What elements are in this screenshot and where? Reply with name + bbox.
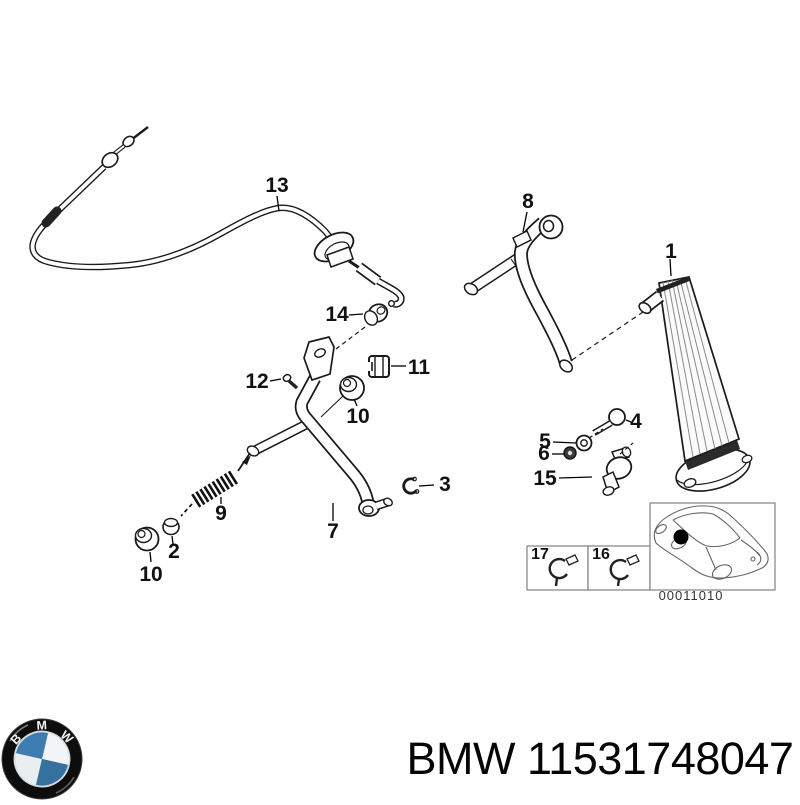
c-clip-3-drawing <box>402 476 420 495</box>
part-label-12: 12 <box>245 370 268 393</box>
washer-2-drawing <box>162 517 180 536</box>
part-label-2: 2 <box>168 540 180 563</box>
part-label-3: 3 <box>439 473 451 496</box>
throttle-cable-13-drawing <box>29 126 405 308</box>
clip-11-drawing <box>366 355 390 378</box>
return-spring-9-drawing <box>180 452 251 517</box>
part-label-8: 8 <box>522 190 534 213</box>
part-label-10-mid: 10 <box>346 405 369 428</box>
part-label-5: 5 <box>539 430 551 453</box>
car-location-sketch <box>653 505 769 580</box>
accelerator-pedal-1-drawing <box>638 276 753 492</box>
clamp-16-drawing <box>609 554 640 587</box>
label-leader-lines <box>149 195 672 563</box>
part-label-17: 17 <box>531 546 549 563</box>
part-label-15: 15 <box>533 467 557 490</box>
part-label-9: 9 <box>215 502 227 525</box>
part-label-7: 7 <box>327 520 339 543</box>
part-label-10-bottom: 10 <box>139 563 162 586</box>
pedal-lever-8-drawing <box>463 214 574 373</box>
nut-6-drawing <box>563 446 577 460</box>
bolt-4-drawing <box>592 408 626 436</box>
screw-12-drawing <box>282 373 299 390</box>
clamp-17-drawing <box>548 554 579 587</box>
bushing-14-drawing <box>363 303 389 326</box>
bmw-logo-letter-m: M <box>36 718 47 733</box>
part-label-14: 14 <box>325 303 349 326</box>
bmw-roundel-quadrants <box>13 730 71 788</box>
part-label-4: 4 <box>630 410 642 433</box>
part-number-labels: 13 8 1 14 12 10 11 9 2 10 7 3 4 5 6 15 1… <box>139 174 724 603</box>
part-label-13: 13 <box>265 174 288 197</box>
grommet-10-bottom-drawing <box>134 526 160 552</box>
grommet-10-mid-drawing <box>320 375 365 418</box>
accelerator-lever-7-drawing <box>246 336 393 517</box>
part-location-dot <box>673 529 689 545</box>
assembly-dashed-lines <box>335 311 644 455</box>
stop-buffer-15-drawing <box>602 446 633 496</box>
part-label-11: 11 <box>408 356 431 379</box>
part-label-16: 16 <box>592 546 610 563</box>
part-label-6: 6 <box>538 442 550 465</box>
bmw-logo: B M W <box>1 718 83 800</box>
footer-part-number: BMW 11531748047 <box>406 733 794 784</box>
part-label-1: 1 <box>665 240 677 263</box>
variant-boxes <box>526 502 776 591</box>
diagram-image-code: 00011010 <box>659 588 724 603</box>
washer-5-drawing <box>575 434 593 452</box>
